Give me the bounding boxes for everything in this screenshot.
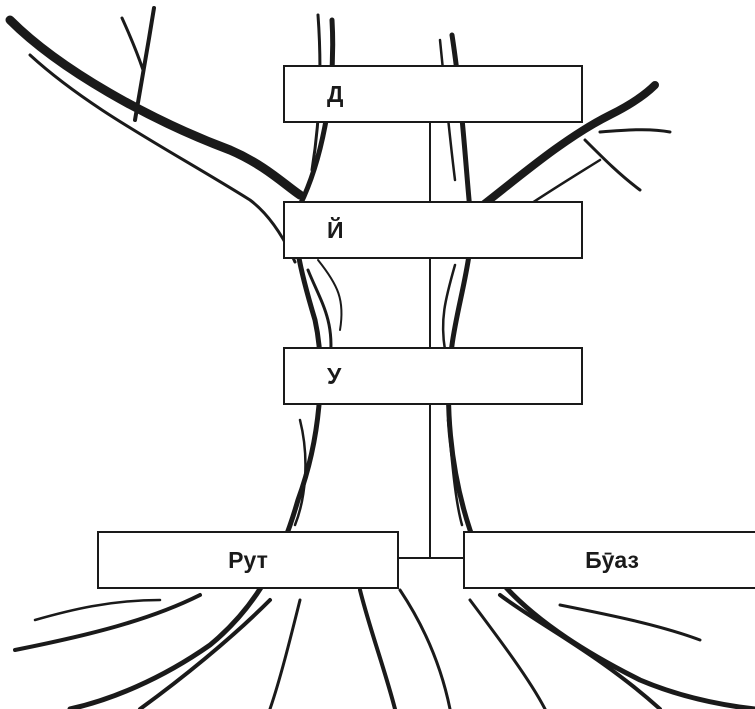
root-right-3 <box>468 598 547 709</box>
trunk-left-edge <box>67 17 336 709</box>
name-label-david: Д <box>327 80 344 107</box>
name-box-boaz: Бӯаз <box>463 531 755 589</box>
name-label-jesse: Й <box>327 216 344 243</box>
name-label-obed: У <box>327 362 342 389</box>
name-box-obed: У <box>283 347 583 405</box>
right-twig-b <box>598 128 672 134</box>
name-label-ruth: Рут <box>228 546 268 573</box>
right-branch <box>466 81 659 219</box>
root-left-4 <box>33 598 162 622</box>
left-branch <box>5 15 305 200</box>
root-left-1 <box>13 593 202 652</box>
trunk-strand-5 <box>441 263 457 352</box>
root-left-2 <box>138 598 272 709</box>
name-box-jesse: Й <box>283 201 583 259</box>
name-box-ruth: Рут <box>97 531 399 589</box>
root-left-3 <box>268 598 302 709</box>
root-center-2 <box>398 588 452 709</box>
trunk-strand-6 <box>293 418 307 527</box>
left-twig <box>133 6 156 122</box>
root-right-1 <box>498 593 662 709</box>
name-box-david: Д <box>283 65 583 123</box>
root-center-1 <box>358 588 397 709</box>
trunk-strand-4 <box>317 259 343 331</box>
left-twig-fork <box>120 16 145 72</box>
left-branch-lower <box>28 53 297 264</box>
trunk-strand-7 <box>446 418 464 527</box>
root-right-2 <box>558 603 702 642</box>
name-label-boaz: Бӯаз <box>585 546 639 573</box>
right-twig-a <box>583 138 642 192</box>
